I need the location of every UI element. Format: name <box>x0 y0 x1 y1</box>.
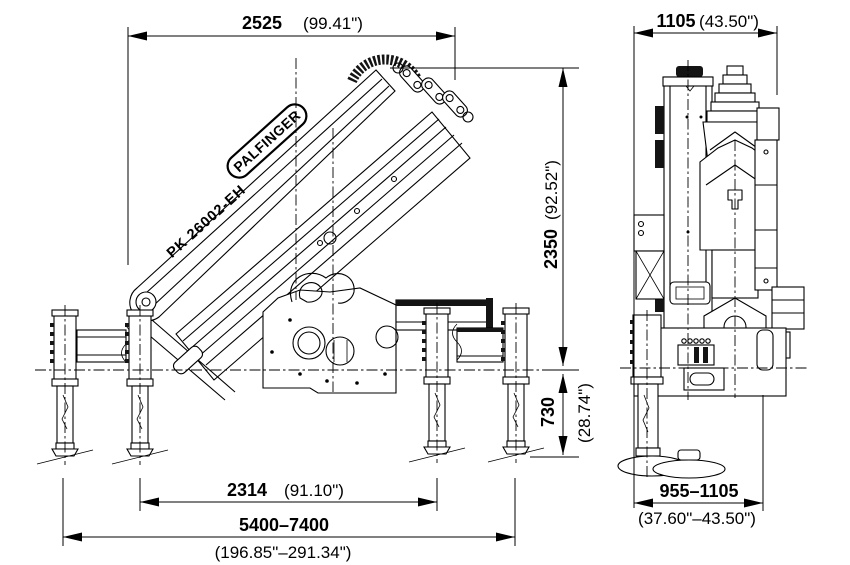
dim-mount-height-in: (28.74") <box>575 383 594 443</box>
dim-spread-in: (196.85"–291.34") <box>215 543 352 562</box>
dim-feet-width-in: (37.60"–43.50") <box>638 509 756 528</box>
dim-width-mm: 1105 <box>656 11 695 31</box>
dim-mount-height: 730 (28.74") <box>530 374 594 458</box>
dim-height-above-mount: 2350 (92.52") <box>390 67 579 371</box>
dim-height-mm: 2350 <box>541 229 561 269</box>
dim-base-span-mm: 2314 <box>227 480 267 500</box>
dim-base-span-in: (91.10") <box>284 481 344 500</box>
pedestal-base <box>262 272 399 394</box>
rear-view <box>617 60 808 480</box>
dim-folded-length: 2525 (99.41") <box>127 13 456 265</box>
boom-fork-plates <box>142 319 236 401</box>
dim-outrigger-spread: 5400–7400 (196.85"–291.34") <box>62 478 516 562</box>
dim-feet-width: 955–1105 (37.60"–43.50") <box>634 395 764 528</box>
outrigger-beam-right-stub <box>452 323 504 363</box>
dim-height-in: (92.52") <box>542 160 561 220</box>
main-boom <box>129 69 396 322</box>
outrigger-beam-left-stub <box>76 325 131 363</box>
dim-overall-width: 1105 (43.50") <box>633 11 778 508</box>
dim-folded-length-in: (99.41") <box>303 14 363 33</box>
rear-left-bracket <box>633 214 665 300</box>
knuckle-link-plates <box>392 62 474 123</box>
dim-base-feet-span: 2314 (91.10") <box>139 478 438 511</box>
stabilizer-leg-outer-right <box>487 302 545 464</box>
boom-tip-pin-hole <box>135 291 157 313</box>
dim-spread-mm: 5400–7400 <box>239 515 329 535</box>
side-view: PK 26002-EH PALFINGER <box>35 54 560 466</box>
rear-right-attachments <box>754 107 805 359</box>
dim-mount-height-mm: 730 <box>538 397 558 427</box>
stabilizer-leg-inner-left <box>111 304 169 466</box>
dim-feet-width-mm: 955–1105 <box>659 481 738 501</box>
extension-boom-pack <box>175 111 471 381</box>
dim-folded-length-mm: 2525 <box>242 13 282 33</box>
stabilizer-leg-outer-left <box>36 304 94 466</box>
dim-width-in: (43.50") <box>699 12 759 31</box>
